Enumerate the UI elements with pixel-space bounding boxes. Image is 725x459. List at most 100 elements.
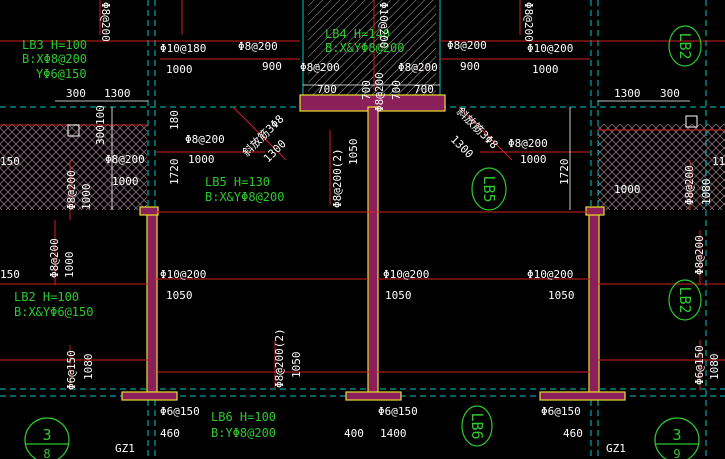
dimension-label: 900 xyxy=(460,60,480,73)
column-label-gz1-left: GZ1 xyxy=(115,442,135,455)
column-label-gz1-right: GZ1 xyxy=(606,442,626,455)
rebar-label: Φ8@200 xyxy=(693,235,706,275)
dimension-label: 1000 xyxy=(63,252,76,279)
slab-lb2-rebar: B:X&YΦ6@150 xyxy=(14,305,93,319)
hatched-slab-left xyxy=(0,124,147,210)
rebar-label: Φ8@200(2) xyxy=(331,148,344,208)
slab-lb5-name: LB5 H=130 xyxy=(205,175,270,189)
bubble-lb2-mid-label: LB2 xyxy=(676,286,694,313)
rebar-label: Φ6@150 xyxy=(693,345,706,385)
rebar-label: Φ6@150 xyxy=(378,405,418,418)
rebar-label: Φ8@200 xyxy=(48,238,61,278)
dimension-label: 1000 xyxy=(80,184,93,211)
rebar-label: Φ10@200 xyxy=(383,268,429,281)
dimension-lines xyxy=(55,84,690,210)
axis-right-sub: 9 xyxy=(673,447,680,459)
dimension-label: 150 xyxy=(0,155,20,168)
rebar-label: Φ8@200 xyxy=(300,61,340,74)
axis-bubble-left xyxy=(24,417,70,459)
dimension-label: 700 xyxy=(317,83,337,96)
dimension-label: 1050 xyxy=(166,289,193,302)
bubble-lb2-mid xyxy=(668,279,702,321)
dimension-label: 1000 xyxy=(520,153,547,166)
rebar-label: Φ8@200 xyxy=(522,2,535,42)
dimension-label: 400 xyxy=(344,427,364,440)
dimension-label: 1080 xyxy=(708,354,721,381)
dimension-label: 1000 xyxy=(112,175,139,188)
bubble-lb6-label: LB6 xyxy=(468,412,486,439)
rebar-label: Φ8@200 xyxy=(373,72,386,112)
marker-square-left xyxy=(67,124,80,137)
dimension-label: 180 xyxy=(168,110,181,130)
dimension-label: 300 xyxy=(66,87,86,100)
dimension-label: 300 xyxy=(660,87,680,100)
dimension-label: 460 xyxy=(160,427,180,440)
dimension-label: 1050 xyxy=(385,289,412,302)
rebar-lines xyxy=(0,0,725,390)
rebar-label: Φ10@200 xyxy=(527,268,573,281)
dimension-label: 1400 xyxy=(380,427,407,440)
rebar-label: Φ8@200 xyxy=(99,2,112,42)
hatched-slab-right xyxy=(598,124,725,210)
dimension-label: 1300 xyxy=(104,87,131,100)
dimension-label: 1050 xyxy=(290,352,303,379)
beam-left-stub xyxy=(139,206,159,216)
beam-left-v xyxy=(146,209,158,400)
dimension-label: 1080 xyxy=(700,179,713,206)
rebar-label: Φ8@200 xyxy=(683,165,696,205)
dimension-label: 700 xyxy=(414,83,434,96)
dimension-label: 700 xyxy=(390,80,403,100)
dimension-label: 300 xyxy=(94,125,107,145)
axis-left-sub: 8 xyxy=(43,447,50,459)
beam-right-stub xyxy=(585,206,605,216)
slab-lb5-rebar: B:X&YΦ8@200 xyxy=(205,190,284,204)
rebar-label: Φ6@150 xyxy=(541,405,581,418)
marker-square-right xyxy=(685,115,698,128)
axis-bubble-right xyxy=(654,417,700,459)
dimension-label: 1000 xyxy=(166,63,193,76)
rebar-label: Φ10@200 xyxy=(160,268,206,281)
slab-lb2-name: LB2 H=100 xyxy=(14,290,79,304)
slab-lb4-name: LB4 H=140 xyxy=(325,27,390,41)
rebar-label: Φ10@200 xyxy=(377,2,390,48)
beam-right-v xyxy=(588,209,600,400)
rebar-label: Φ8@200 xyxy=(185,133,225,146)
rebar-label: Φ6@150 xyxy=(160,405,200,418)
dimension-label: 100 xyxy=(94,105,107,125)
rebar-label: Φ8@200 xyxy=(105,153,145,166)
bubble-lb2-top-label: LB2 xyxy=(676,32,694,59)
slab-lb4-rebar: B:X&YΦ8@200 xyxy=(325,41,404,55)
slab-lb3-rebar-x: B:XΦ8@200 xyxy=(22,52,87,66)
rebar-label: Φ10@180 xyxy=(160,42,206,55)
rebar-label: Φ8@200(2) xyxy=(273,328,286,388)
dimension-label: 1050 xyxy=(347,139,360,166)
dimension-label: 1080 xyxy=(82,354,95,381)
beam-bottom-right xyxy=(539,391,626,401)
dimension-label: 900 xyxy=(262,60,282,73)
slab-lb6-rebar: B:YΦ8@200 xyxy=(211,426,276,440)
dimension-label: 150 xyxy=(0,268,20,281)
dimension-label: 1000 xyxy=(614,183,641,196)
bubble-lb5-label: LB5 xyxy=(480,175,498,202)
beam-bottom-center xyxy=(345,391,402,401)
bubble-lb6 xyxy=(461,405,493,447)
beams xyxy=(121,94,626,401)
rebar-label: Φ8@200 xyxy=(65,170,78,210)
beam-bottom-left xyxy=(121,391,178,401)
beam-center-v xyxy=(367,106,379,400)
rebar-label: Φ8@200 xyxy=(447,39,487,52)
dimension-label: 1050 xyxy=(548,289,575,302)
slab-lb3-name: LB3 H=100 xyxy=(22,38,87,52)
hatched-slab-top xyxy=(308,0,436,95)
rebar-label: Φ8@200 xyxy=(398,61,438,74)
bubble-lb5 xyxy=(471,167,507,211)
dimension-label: 1300 xyxy=(614,87,641,100)
dimension-label: 460 xyxy=(563,427,583,440)
slab-lb6-name: LB6 H=100 xyxy=(211,410,276,424)
bubble-lb2-top xyxy=(668,25,702,67)
axis-left-number: 3 xyxy=(42,426,51,444)
dimension-label: 1000 xyxy=(532,63,559,76)
dimension-label: 1720 xyxy=(558,159,571,186)
axis-right-number: 3 xyxy=(672,426,681,444)
